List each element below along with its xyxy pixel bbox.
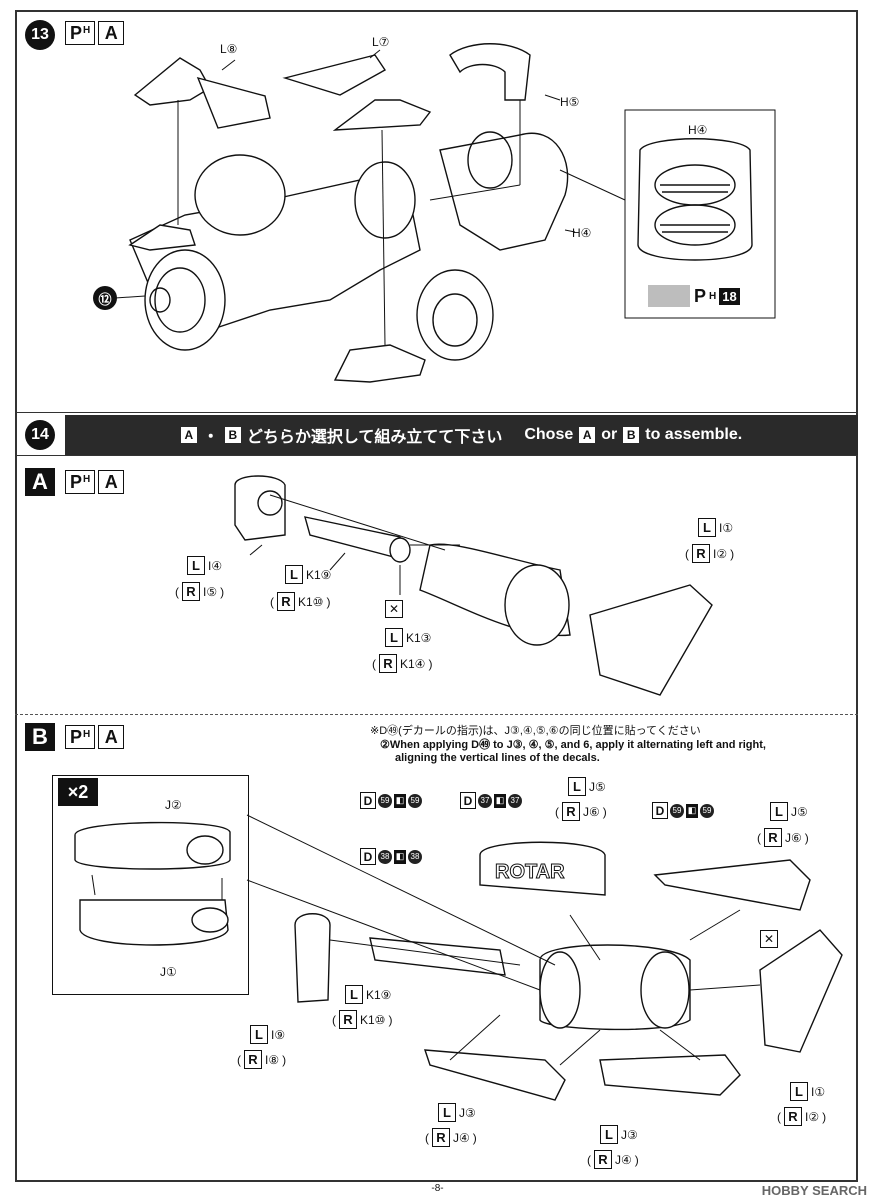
paint-color-code: A <box>98 725 125 749</box>
step-13-number: 13 <box>25 20 55 50</box>
page-number: -8- <box>431 1183 444 1194</box>
step-14-instruction-banner: A ・ B どちらか選択して組み立てて下さい Chose A or B to a… <box>65 415 858 455</box>
option-a-marker: A <box>25 468 55 496</box>
ref-step-12: ⑫ <box>93 286 117 310</box>
watermark: HOBBY SEARCH <box>761 1183 867 1198</box>
option-b-marker: B <box>25 723 55 751</box>
label-h5: H⑤ <box>560 95 580 109</box>
divider-13-14 <box>15 412 858 413</box>
label-l8: L⑧ <box>220 42 238 56</box>
quantity-x2-badge: ×2 <box>58 778 98 806</box>
banner-option-b: B <box>224 427 241 443</box>
label-l7: L⑦ <box>372 35 390 49</box>
decal-note-en-1: ②When applying D㊾ to J③, ④, ⑤, and 6, ap… <box>380 739 766 751</box>
label-h4: H④ <box>572 226 592 240</box>
banner-en-pre: Chose <box>524 426 574 443</box>
inset-paint-swatch <box>648 285 690 307</box>
banner-dot: ・ <box>202 429 219 446</box>
label-j2: J② <box>165 798 182 812</box>
subassembly-box <box>52 775 249 995</box>
no-glue-icon: ✕ <box>760 930 778 948</box>
option-b-illustration: ROTAR <box>74 814 843 1101</box>
page-frame <box>15 10 858 1182</box>
banner-en-a: A <box>579 427 596 443</box>
paint-color-code: A <box>98 470 125 494</box>
rotor-decal-text: ROTAR <box>495 861 565 883</box>
banner-option-a: A <box>180 427 197 443</box>
decal-note-jp: ※D㊾(デカールの指示)は、J③,④,⑤,⑥の同じ位置に貼ってください <box>370 725 701 737</box>
paint-color-code: A <box>98 21 125 45</box>
divider-banner <box>15 455 858 456</box>
step-14-number: 14 <box>25 420 55 450</box>
banner-en-b: B <box>623 427 640 443</box>
step-13-illustration <box>114 43 776 383</box>
banner-en-post: to assemble. <box>645 426 743 443</box>
option-a-illustration <box>234 475 713 696</box>
divider-a-b <box>15 714 858 715</box>
label-j1: J① <box>160 965 177 979</box>
banner-jp-text: どちらか選択して組み立てて下さい <box>246 429 503 446</box>
decal-note-en-2: aligning the vertical lines of the decal… <box>395 752 600 764</box>
banner-en-or: or <box>601 426 618 443</box>
no-glue-icon: ✕ <box>385 600 403 618</box>
label-h4-inset: H④ <box>688 123 708 137</box>
